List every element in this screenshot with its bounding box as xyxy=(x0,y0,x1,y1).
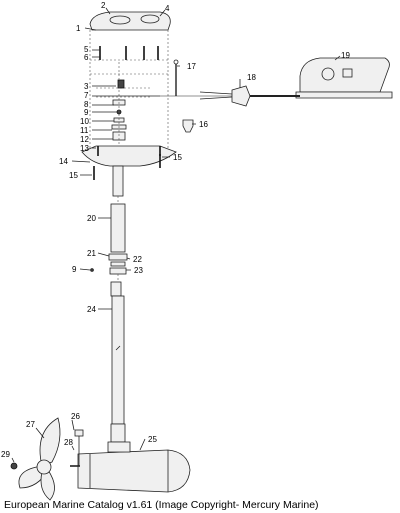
shaft-collar-parts xyxy=(90,253,128,282)
callout-21: 21 xyxy=(87,249,96,258)
prop-nut-washer-pin xyxy=(10,429,84,470)
callout-29: 29 xyxy=(1,450,10,459)
callout-2: 2 xyxy=(101,1,106,10)
callout-leader-lines xyxy=(11,7,341,463)
callout-12: 12 xyxy=(80,135,89,144)
callout-16: 16 xyxy=(199,120,208,129)
callout-27: 27 xyxy=(26,420,35,429)
callout-20: 20 xyxy=(87,214,96,223)
image-caption: European Marine Catalog v1.61 (Image Cop… xyxy=(4,499,319,511)
lower-shaft-tube xyxy=(110,281,126,443)
cable-tie xyxy=(173,59,179,96)
callout-7: 7 xyxy=(84,91,89,100)
callout-9-upper: 9 xyxy=(84,108,89,117)
callout-24: 24 xyxy=(87,305,96,314)
motor-head-cover xyxy=(89,11,171,31)
callout-23: 23 xyxy=(134,266,143,275)
callout-13: 13 xyxy=(80,144,89,153)
callout-15-left: 15 xyxy=(69,171,78,180)
callout-28: 28 xyxy=(64,438,73,447)
composite-shaft-20 xyxy=(110,203,126,253)
callout-25: 25 xyxy=(148,435,157,444)
part-number-callouts: 1 2 3 4 5 6 7 8 9 9 10 11 12 13 14 15 15… xyxy=(1,1,350,459)
callout-8: 8 xyxy=(84,100,89,109)
upper-shaft xyxy=(112,165,124,204)
callout-26: 26 xyxy=(71,412,80,421)
callout-18: 18 xyxy=(247,73,256,82)
callout-22: 22 xyxy=(133,255,142,264)
propeller xyxy=(18,417,61,501)
head-housing-outline xyxy=(89,30,169,148)
callout-19: 19 xyxy=(341,51,350,60)
callout-3: 3 xyxy=(84,82,89,91)
side-mount-bolts xyxy=(93,154,161,180)
callout-9-lower: 9 xyxy=(72,265,77,274)
strain-relief-plug xyxy=(182,119,194,133)
callout-11: 11 xyxy=(80,126,89,135)
head-base-collar xyxy=(81,145,177,167)
motor-lower-unit xyxy=(77,441,191,493)
callout-10: 10 xyxy=(80,117,89,126)
callout-14: 14 xyxy=(59,157,68,166)
foot-pedal xyxy=(295,57,393,99)
head-screws xyxy=(99,46,159,60)
callout-6: 6 xyxy=(84,53,89,62)
callout-17: 17 xyxy=(187,62,196,71)
callout-4: 4 xyxy=(165,4,170,13)
callout-5: 5 xyxy=(84,45,89,54)
control-board-stack xyxy=(96,62,150,148)
steering-cable xyxy=(160,85,300,107)
callout-15-right: 15 xyxy=(173,153,182,162)
callout-1: 1 xyxy=(76,24,81,33)
